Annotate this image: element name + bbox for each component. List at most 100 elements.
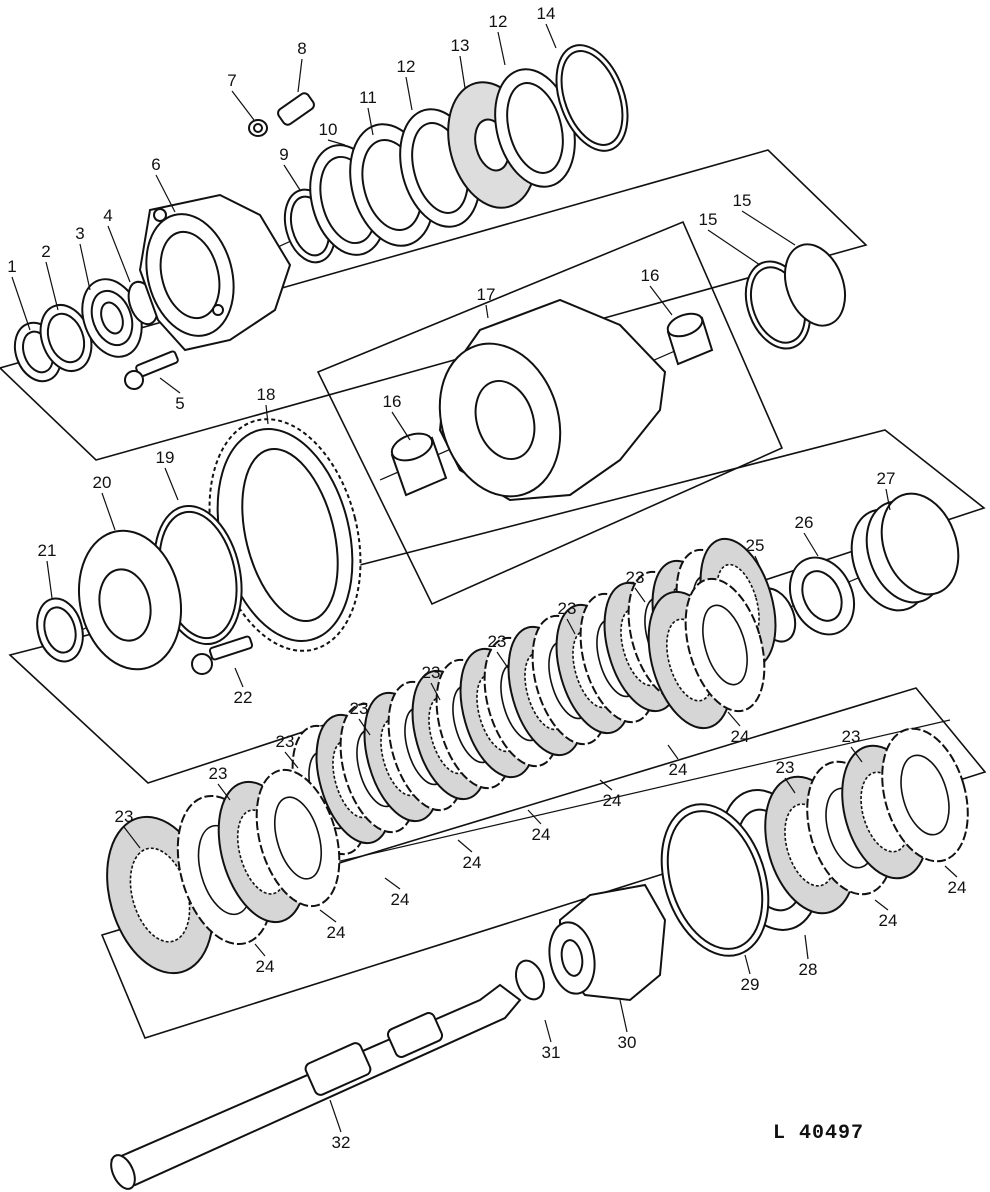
callout-c24j: 24: [948, 878, 967, 897]
part-8-stud: [277, 92, 315, 126]
callout-c23c: 23: [276, 732, 295, 751]
callout-c27: 27: [877, 469, 896, 488]
leader-c28: [804, 934, 809, 960]
leader-c12a: [405, 76, 413, 111]
callout-c23g: 23: [558, 599, 577, 618]
callout-c17: 17: [477, 285, 496, 304]
callout-c6: 6: [151, 155, 160, 174]
part-6-housing: [138, 193, 292, 352]
leader-c23e: [430, 682, 441, 701]
part-29-snap-ring: [660, 803, 770, 957]
part-16-bushing-right: [666, 312, 714, 366]
leader-c12b: [497, 31, 506, 66]
leader-c23b: [217, 783, 231, 801]
callout-c23i: 23: [776, 758, 795, 777]
callout-c23f: 23: [488, 632, 507, 651]
leader-c4: [107, 225, 131, 283]
callout-c24b: 24: [327, 923, 346, 942]
leader-c19: [164, 467, 179, 501]
callout-c24f: 24: [603, 791, 622, 810]
part-3-bearing: [81, 278, 143, 358]
leader-c13: [459, 55, 466, 89]
leader-c22: [234, 667, 244, 688]
drawing-reference-number: L 40497: [773, 1122, 864, 1145]
part-illustrations: [13, 44, 960, 1190]
callout-c11: 11: [359, 88, 377, 107]
leader-c29: [744, 954, 751, 975]
steel-plate-24: [255, 768, 341, 908]
part-16-bushing-left: [390, 432, 448, 497]
callout-c3: 3: [75, 224, 84, 243]
leader-c32: [329, 1099, 342, 1133]
callout-c24d: 24: [463, 853, 482, 872]
callout-c23e: 23: [422, 663, 441, 682]
callout-c9: 9: [279, 145, 288, 164]
callout-c4: 4: [103, 206, 112, 225]
leader-c30: [619, 999, 628, 1033]
callout-c31: 31: [542, 1043, 561, 1062]
callout-c24c: 24: [391, 890, 410, 909]
part-21-washer: [36, 597, 84, 663]
leader-c8: [297, 58, 303, 93]
clutch-pack-group-outline: [8, 429, 986, 784]
part-22-cap-screw: [191, 635, 254, 675]
leader-c23g: [566, 618, 576, 635]
callout-c19: 19: [156, 448, 175, 467]
leader-c18: [265, 404, 269, 425]
lower-clutch-group-outline: [100, 687, 987, 1039]
callout-c23b: 23: [209, 764, 228, 783]
callout-c23d: 23: [350, 699, 369, 718]
callout-c26: 26: [795, 513, 814, 532]
leader-c15b: [741, 210, 796, 246]
callout-c23h: 23: [626, 568, 645, 587]
leader-c24i: [874, 899, 889, 911]
callout-c32: 32: [332, 1133, 351, 1152]
leader-c24a: [254, 943, 266, 957]
callout-c24h: 24: [731, 727, 750, 746]
callout-c29: 29: [741, 975, 760, 994]
leader-c24f: [599, 779, 613, 791]
part-20-hub: [77, 529, 183, 671]
leader-c24b: [319, 909, 337, 923]
callout-c16a: 16: [641, 266, 660, 285]
callout-leader-lines: [11, 23, 958, 1133]
leader-c7: [231, 90, 255, 121]
leader-c23i: [784, 777, 796, 794]
callout-c7: 7: [227, 71, 236, 90]
leader-c31: [544, 1019, 552, 1043]
callout-c14: 14: [537, 4, 556, 23]
callout-c12a: 12: [397, 57, 416, 76]
leader-c11: [367, 107, 374, 136]
leader-c23c: [284, 751, 299, 769]
part-27-spring: [850, 492, 960, 612]
leader-c20: [101, 492, 116, 531]
leader-c24e: [527, 809, 542, 825]
leader-c6: [155, 174, 176, 213]
leader-c23j: [850, 746, 863, 763]
callout-c2: 2: [41, 242, 50, 261]
callout-c24e: 24: [532, 825, 551, 844]
leader-c24d: [457, 839, 473, 853]
part-31-snap-ring: [514, 959, 546, 1001]
leader-c24g: [667, 744, 679, 760]
part-15-snap-ring-right: [784, 243, 846, 327]
upper-group-outline: [0, 149, 868, 461]
leader-c10: [327, 139, 346, 146]
callout-c25: 25: [746, 536, 765, 555]
leader-c23a: [123, 826, 141, 849]
clutch-disc-stacks: [106, 537, 969, 975]
callout-c24a: 24: [256, 957, 275, 976]
part-26-retainer: [788, 556, 856, 636]
leader-c25: [754, 555, 771, 591]
callout-c16b: 16: [383, 392, 402, 411]
part-18-ring-gear: [208, 418, 362, 652]
part-30-clutch-hub: [548, 883, 667, 1002]
part-12-plate-right: [494, 68, 576, 188]
steel-plate-24: [881, 727, 969, 863]
callout-c8: 8: [297, 39, 306, 58]
leader-c16a: [649, 285, 673, 316]
carrier-group-outline: [316, 220, 784, 606]
callout-c28: 28: [799, 960, 818, 979]
leader-c24h: [727, 711, 741, 727]
